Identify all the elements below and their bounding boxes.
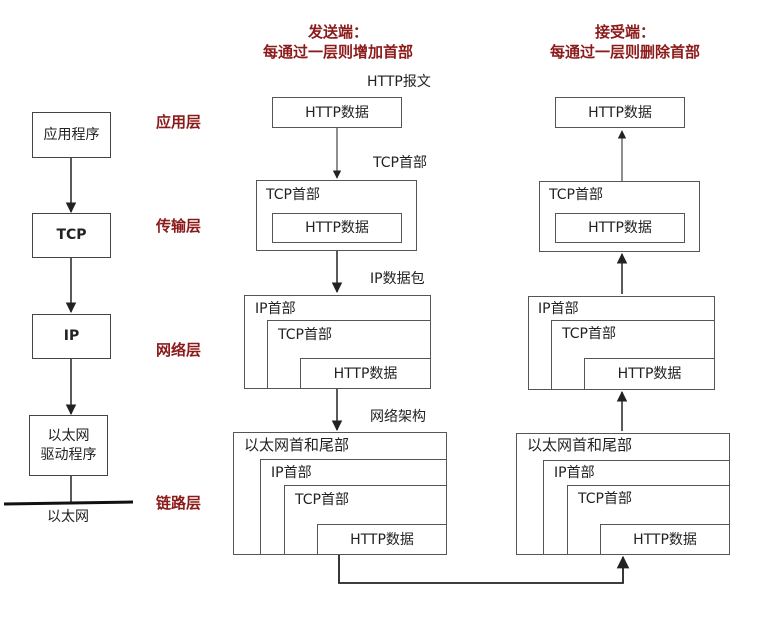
recv-eth-ip-header: IP首部 — [554, 465, 595, 481]
recv-tcp-http-data: HTTP数据 — [555, 213, 685, 243]
send-eth-header: 以太网首和尾部 — [244, 436, 350, 454]
recv-ip-http-data: HTTP数据 — [584, 358, 715, 390]
stack-app-program-label: 应用程序 — [43, 126, 100, 143]
layer-transport: 传输层 — [156, 217, 202, 235]
receiver-header: 接受端： 每通过一层则删除首部 — [505, 22, 745, 62]
stack-driver-line1: 以太网 — [47, 427, 90, 444]
send-ip-http-data-label: HTTP数据 — [333, 365, 398, 382]
layer-link: 链路层 — [156, 494, 202, 512]
recv-ip-tcp-header: TCP首部 — [562, 326, 616, 342]
recv-ip-header: IP首部 — [538, 301, 579, 317]
send-ip-tcp-header: TCP首部 — [278, 327, 332, 343]
ethernet-label: 以太网 — [47, 509, 89, 525]
send-eth-http-data-label: HTTP数据 — [350, 531, 414, 548]
send-eth-tcp-header: TCP首部 — [295, 492, 349, 508]
send-app-http-data: HTTP数据 — [272, 97, 402, 128]
stack-ip-label: IP — [63, 328, 80, 345]
recv-app-http-data: HTTP数据 — [555, 97, 685, 128]
stack-driver-line2: 驱动程序 — [40, 446, 97, 463]
stack-app-program: 应用程序 — [32, 112, 111, 158]
stack-tcp: TCP — [32, 213, 111, 258]
recv-eth-tcp-header: TCP首部 — [578, 491, 632, 507]
send-eth-http-data: HTTP数据 — [317, 524, 447, 555]
annotation-http-message: HTTP报文 — [367, 74, 431, 90]
stack-ip: IP — [32, 314, 111, 359]
sender-header-line2: 每通过一层则增加首部 — [262, 43, 413, 61]
annotation-frame: 网络架构 — [370, 409, 426, 425]
receiver-header-line1: 接受端： — [594, 23, 655, 41]
stack-ethernet-driver: 以太网 驱动程序 — [29, 415, 108, 476]
arrow-transmission — [338, 555, 630, 584]
recv-ip-http-data-label: HTTP数据 — [617, 366, 682, 382]
ethernet-wire — [3, 500, 134, 506]
layer-network: 网络层 — [156, 341, 202, 359]
send-ip-header: IP首部 — [255, 301, 296, 317]
recv-tcp-header: TCP首部 — [549, 187, 603, 203]
layer-application: 应用层 — [156, 113, 202, 131]
recv-eth-http-data-label: HTTP数据 — [633, 531, 697, 548]
recv-app-http-data-label: HTTP数据 — [588, 104, 652, 121]
stack-tcp-label: TCP — [56, 227, 87, 244]
receiver-header-line2: 每通过一层则删除首部 — [549, 43, 700, 61]
send-tcp-http-data: HTTP数据 — [272, 213, 402, 243]
send-ip-http-data: HTTP数据 — [300, 358, 431, 389]
sender-header: 发送端： 每通过一层则增加首部 — [218, 22, 458, 62]
send-eth-ip-header: IP首部 — [271, 465, 312, 481]
recv-eth-header: 以太网首和尾部 — [527, 436, 633, 454]
send-app-http-data-label: HTTP数据 — [305, 104, 369, 121]
send-tcp-header: TCP首部 — [266, 187, 320, 203]
sender-header-line1: 发送端： — [307, 23, 368, 41]
send-tcp-http-data-label: HTTP数据 — [305, 220, 369, 236]
annotation-ip-packet: IP数据包 — [370, 271, 425, 287]
recv-eth-http-data: HTTP数据 — [600, 524, 730, 555]
recv-tcp-http-data-label: HTTP数据 — [588, 220, 652, 236]
annotation-tcp-header: TCP首部 — [373, 155, 427, 171]
